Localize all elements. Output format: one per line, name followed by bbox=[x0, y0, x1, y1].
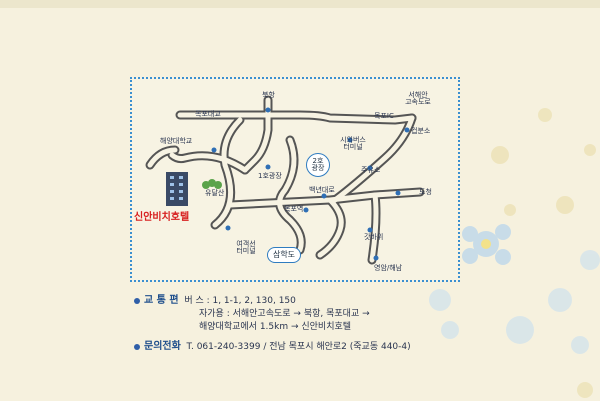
map-label-gas-station: 주유소 bbox=[361, 166, 381, 174]
map-label-baengnyeon-road: 백년대로 bbox=[309, 186, 335, 194]
map-label-gatbawi: 갓바위 bbox=[364, 233, 384, 241]
map-label-ic: 목포IC bbox=[374, 112, 394, 120]
map-label-ferry-terminal: 여객선 터미널 bbox=[236, 240, 256, 255]
bullet-icon bbox=[134, 343, 140, 350]
map-label-north-port: 북항 bbox=[262, 91, 275, 99]
map-label-samhakdo: 삼학도 bbox=[267, 247, 301, 263]
tree-icon bbox=[202, 179, 222, 189]
map-label-expressway: 서해안 고속도로 bbox=[405, 91, 431, 106]
top-bar bbox=[0, 0, 600, 8]
contact-text: T. 061-240-3399 / 전남 목포시 해안로2 (죽교동 440-4… bbox=[186, 342, 411, 352]
car-line-1: 자가용 : 서해안고속도로 → 북항, 목포대교 → bbox=[199, 309, 370, 319]
transport-title: 교 통 편 bbox=[144, 295, 179, 306]
car-line-2: 해양대학교에서 1.5km → 신안비치호텔 bbox=[199, 322, 352, 332]
map-label-compost: 컵분소 bbox=[411, 127, 431, 135]
map-label-second-plaza: 2호 광장 bbox=[306, 153, 330, 177]
hotel-name-label: 신안비치호텔 bbox=[134, 212, 190, 223]
map-label-mokpo-bridge: 목포대교 bbox=[195, 110, 221, 118]
map-label-mokpo-station: 목포역 bbox=[284, 205, 304, 213]
map-label-bus-terminal: 시외버스 터미널 bbox=[340, 136, 366, 151]
bus-info: 버 스 : 1, 1-1, 2, 130, 150 bbox=[184, 296, 296, 306]
map-label-yudalsan: 유달산 bbox=[205, 189, 225, 197]
map-label-dodo: 도청 bbox=[419, 188, 432, 196]
bullet-icon bbox=[134, 297, 140, 304]
map-label-maritime-univ: 해양대학교 bbox=[160, 137, 193, 145]
hotel-building-icon bbox=[166, 172, 188, 206]
contact-line: 문의전화 T. 061-240-3399 / 전남 목포시 해안로2 (죽교동 … bbox=[134, 342, 411, 352]
map-label-yeongam-haenam: 영암/해남 bbox=[374, 264, 403, 272]
transport-line: 교 통 편 버 스 : 1, 1-1, 2, 130, 150 bbox=[134, 296, 296, 306]
map-label-first-plaza: 1호광장 bbox=[258, 172, 282, 180]
contact-title: 문의전화 bbox=[144, 341, 181, 352]
